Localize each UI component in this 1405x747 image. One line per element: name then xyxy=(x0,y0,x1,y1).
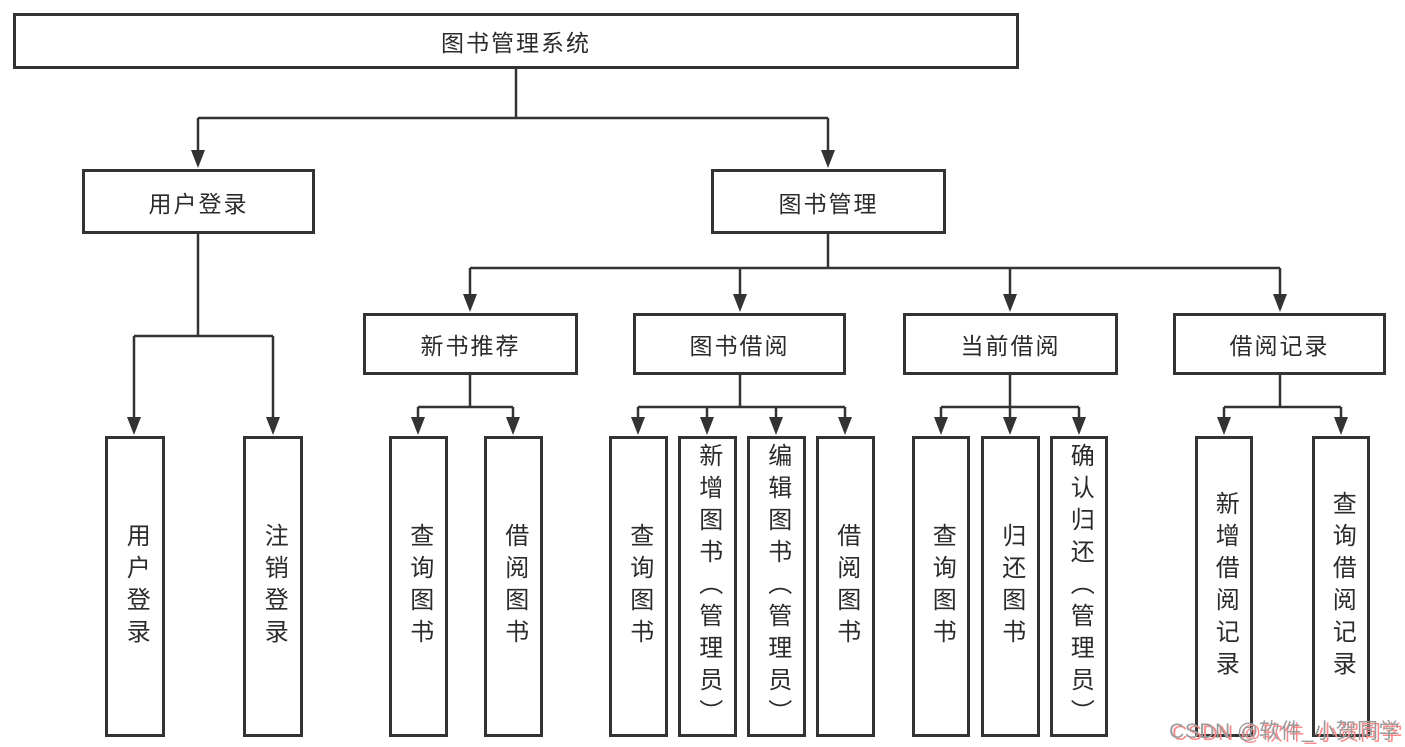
leaf-logout: 注销登录 xyxy=(243,436,303,737)
leaf-query-books-borrowing: 查询图书 xyxy=(609,436,668,737)
leaf-query-books-recommend: 查询图书 xyxy=(389,436,448,737)
leaf-confirm-return-admin: 确认归还（管理员） xyxy=(1050,436,1108,737)
leaf-add-book-admin: 新增图书（管理员） xyxy=(678,436,737,737)
leaf-return-books: 归还图书 xyxy=(981,436,1040,737)
node-new-book-recommendation: 新书推荐 xyxy=(363,313,578,375)
leaf-borrow-books-borrowing: 借阅图书 xyxy=(816,436,875,737)
node-library-management-system: 图书管理系统 xyxy=(13,13,1019,69)
node-book-borrowing: 图书借阅 xyxy=(633,313,846,375)
leaf-query-books-current: 查询图书 xyxy=(912,436,970,737)
leaf-borrow-books-recommend: 借阅图书 xyxy=(484,436,543,737)
leaf-query-borrowing-record: 查询借阅记录 xyxy=(1312,436,1370,737)
csdn-watermark: CSDN @软件_小贺同学 xyxy=(1169,720,1400,743)
node-current-borrowing: 当前借阅 xyxy=(903,313,1118,375)
arrowheads xyxy=(127,150,1348,435)
leaf-user-login: 用户登录 xyxy=(105,436,165,737)
leaf-add-borrowing-record: 新增借阅记录 xyxy=(1195,436,1253,737)
leaf-edit-book-admin: 编辑图书（管理员） xyxy=(747,436,806,737)
node-book-management: 图书管理 xyxy=(711,169,946,234)
node-borrowing-records: 借阅记录 xyxy=(1173,313,1386,375)
node-user-login: 用户登录 xyxy=(82,169,315,234)
